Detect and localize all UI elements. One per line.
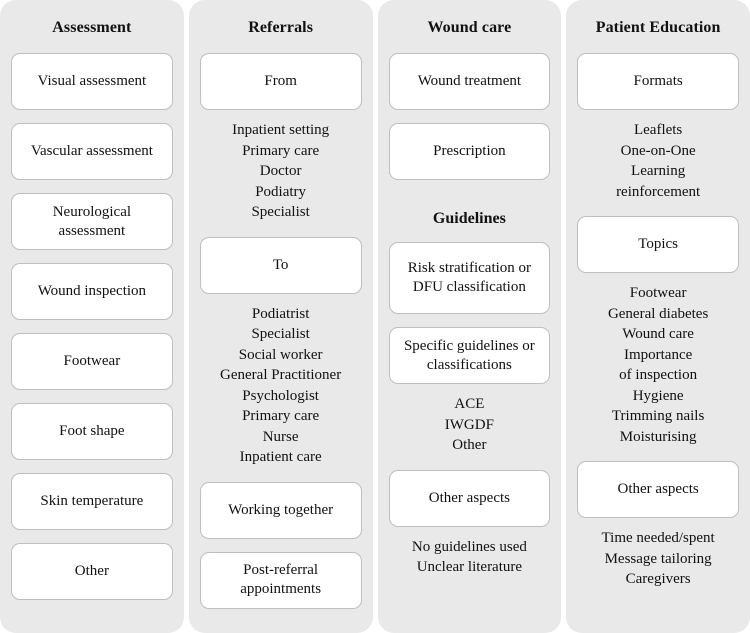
column-title: Assessment xyxy=(52,19,132,36)
option-list-item: Time needed/spent xyxy=(601,530,715,546)
node-box[interactable]: From xyxy=(199,53,362,110)
node-label: From xyxy=(264,73,297,89)
node-box[interactable]: Specific guidelines or classifications xyxy=(388,327,551,384)
node-box[interactable]: Other aspects xyxy=(577,461,739,518)
node-box[interactable]: Working together xyxy=(199,481,362,539)
node-box[interactable]: To xyxy=(199,236,362,294)
node-label: Formats xyxy=(633,73,683,89)
node-box[interactable]: Footwear xyxy=(11,333,173,390)
panel-spacer xyxy=(11,613,173,619)
option-list-item: ACE xyxy=(454,396,485,412)
node-box[interactable]: Foot shape xyxy=(11,403,173,460)
option-list-item: of inspection xyxy=(619,367,698,383)
option-list-item: Podiatrist xyxy=(251,305,310,322)
node-label: Prescription xyxy=(433,143,506,159)
node-label: Skin temperature xyxy=(40,493,144,509)
panel-spacer xyxy=(577,604,739,620)
option-list-item: Doctor xyxy=(259,163,302,179)
option-list-item: Specialist xyxy=(251,326,310,342)
option-list-item: Moisturising xyxy=(619,428,697,445)
node-box[interactable]: Other xyxy=(11,543,173,600)
option-list-item: IWGDF xyxy=(444,416,494,433)
node-label: Other aspects xyxy=(617,481,699,497)
option-list-item: Inpatient care xyxy=(239,449,322,465)
option-list-item: Importance xyxy=(623,346,693,363)
node-box[interactable]: Wound treatment xyxy=(388,53,551,110)
node-label: Topics xyxy=(638,236,679,252)
node-label: Neurological assessment xyxy=(52,203,132,239)
option-list-item: Hygiene xyxy=(632,387,684,404)
node-box[interactable]: Formats xyxy=(577,53,739,110)
node-box[interactable]: Wound inspection xyxy=(11,263,173,320)
node-box[interactable]: Visual assessment xyxy=(11,53,173,110)
option-list-item: Caregivers xyxy=(625,571,691,587)
option-list-item: Trimming nails xyxy=(611,408,705,424)
node-label: Working together xyxy=(228,501,334,518)
option-list-item: Psychologist xyxy=(242,387,319,404)
node-label: Risk stratification or DFU classificatio… xyxy=(407,260,532,295)
option-list-item: Specialist xyxy=(251,204,310,220)
column-title: Wound care xyxy=(427,19,512,36)
option-list-item: Nurse xyxy=(262,428,299,445)
node-label: Visual assessment xyxy=(37,73,147,89)
option-list-item: Learning xyxy=(631,163,686,179)
option-list-item: General diabetes xyxy=(607,305,709,322)
option-list-item: Unclear literature xyxy=(416,559,523,575)
node-label: Post-referral appointments xyxy=(240,562,322,597)
option-list-item: Message tailoring xyxy=(604,550,712,567)
column-title: Referrals xyxy=(248,19,314,36)
node-label: Specific guidelines or classifications xyxy=(403,337,535,373)
node-box[interactable]: Other aspects xyxy=(388,469,551,527)
node-box[interactable]: Neurological assessment xyxy=(11,193,173,250)
node-box[interactable]: Skin temperature xyxy=(11,473,173,530)
option-list-item: Wound care xyxy=(622,326,694,342)
node-box[interactable]: Vascular assessment xyxy=(11,123,173,180)
option-list-item: Podiatry xyxy=(255,183,307,200)
option-list-item: One-on-One xyxy=(620,142,696,159)
option-list: ACE IWGDF Other xyxy=(389,394,551,456)
option-list-item: Primary care xyxy=(242,142,320,159)
node-box[interactable]: Post-referral appointments xyxy=(199,551,362,609)
node-label: Footwear xyxy=(63,353,121,369)
option-list-item: reinforcement xyxy=(616,183,701,200)
node-label: To xyxy=(272,256,289,273)
option-list-item: Inpatient setting xyxy=(232,122,330,138)
node-box[interactable]: Risk stratification or DFU classificatio… xyxy=(388,242,551,314)
option-list-item: Primary care xyxy=(242,408,320,424)
node-label: Wound treatment xyxy=(417,73,522,89)
node-label: Vascular assessment xyxy=(30,143,153,159)
option-list-item: Other xyxy=(452,437,487,453)
node-label: Wound inspection xyxy=(37,283,147,299)
option-list-item: General Practitioner xyxy=(220,367,342,383)
section-subtitle: Guidelines xyxy=(432,210,506,227)
option-list-item: Footwear xyxy=(629,285,687,301)
node-label: Other aspects xyxy=(428,489,510,506)
panel-spacer xyxy=(389,592,551,620)
option-list-item: Leaflets xyxy=(633,122,683,138)
option-list-item: No guidelines used xyxy=(411,538,527,555)
option-list-item: Social worker xyxy=(238,346,323,363)
node-label: Foot shape xyxy=(59,423,125,439)
node-box[interactable]: Prescription xyxy=(388,123,551,180)
column-title: Patient Education xyxy=(595,19,721,36)
node-label: Other xyxy=(74,563,109,579)
node-box[interactable]: Topics xyxy=(577,216,739,273)
